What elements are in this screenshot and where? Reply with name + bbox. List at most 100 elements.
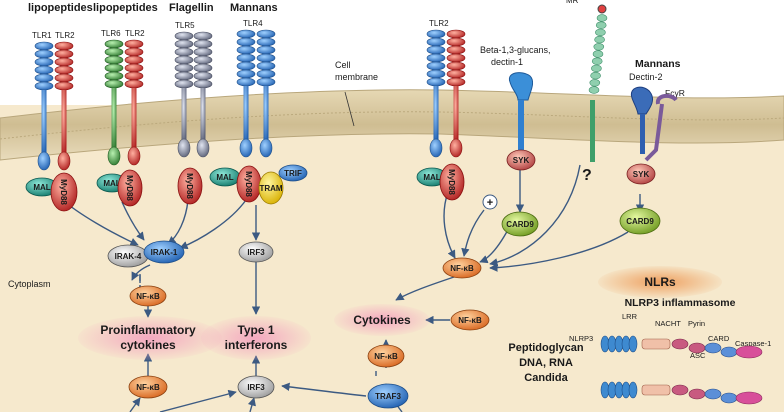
receptor-tlr2a-domain: [54, 81, 74, 91]
arrow-myd88-2-irak: [121, 201, 145, 241]
receptor-tlr4b-tir: [259, 138, 273, 158]
myd88-3: [177, 167, 203, 205]
myd88-4-label: MyD88: [244, 171, 253, 197]
receptor-tlr6: [104, 39, 124, 166]
receptor-tlr2c-a-domain: [426, 77, 446, 87]
receptor-tlr4b-domain: [256, 69, 276, 79]
mr-domain: [594, 35, 605, 44]
receptor-tlr4a-domain: [236, 29, 256, 39]
receptor-tlr2c-b-domain: [446, 45, 466, 55]
receptor-tlr2c-b: [446, 29, 466, 158]
mal-5-label: MAL: [423, 173, 440, 182]
membrane-label-2: membrane: [335, 72, 378, 82]
caspase1-label: Caspase-1: [735, 339, 771, 348]
receptor-tlr1-domain: [34, 57, 54, 67]
trif-label: TRIF: [284, 169, 302, 178]
receptor-tlr5a: [174, 31, 194, 158]
mr-domain: [593, 43, 605, 51]
dectin-1-receptor: [508, 72, 534, 101]
lrr-domain: [628, 381, 638, 399]
mr-unknown-signal: ?: [582, 167, 592, 184]
label-tlr6: TLR6: [101, 29, 121, 38]
receptor-tlr5b-domain: [193, 47, 213, 57]
caspase-card: [720, 346, 738, 358]
receptor-tlr4a-stalk: [243, 86, 249, 142]
dectin-1-stalk: [518, 100, 524, 150]
membrane-label-1: Cell: [335, 60, 351, 70]
receptor-tlr5a-tir: [177, 138, 191, 158]
mal-1-label: MAL: [33, 183, 50, 192]
receptor-tlr5b-domain: [193, 79, 213, 89]
receptor-tlr1-domain: [34, 65, 54, 75]
ligand-dectin-1: dectin-1: [491, 57, 523, 67]
receptor-tlr2b: [124, 39, 144, 166]
receptor-tlr2c-a-tir: [429, 138, 443, 158]
receptor-tlr2c-b-tir: [449, 138, 463, 158]
tram: [258, 171, 284, 205]
receptor-tlr2c-a-domain: [426, 29, 446, 39]
nlrp3-inflammasome: [600, 335, 763, 405]
membrane-pointer: [344, 91, 355, 127]
nfkb-side: [450, 309, 490, 331]
mr-stalk: [590, 100, 595, 162]
receptor-tlr2c-b-domain: [446, 29, 466, 39]
receptor-tlr5a-domain: [174, 79, 194, 89]
plus-node: [482, 194, 498, 210]
mr-domain: [595, 21, 607, 29]
receptor-tlr2c-b-domain: [446, 77, 466, 87]
receptor-tlr5b: [193, 31, 213, 158]
receptor-tlr5a-domain: [174, 55, 194, 65]
fcyr-receptor: [655, 93, 678, 105]
receptor-tlr2c-a: [426, 29, 446, 158]
ligand-lipopeptides-1: lipopeptides: [28, 2, 93, 14]
nfkb-left: [129, 285, 167, 307]
receptor-tlr1: [34, 41, 54, 171]
receptor-tlr6-tir: [107, 146, 121, 166]
arrow-mr-nfkb: [489, 164, 581, 267]
nfkb-mid-label: NF-κB: [374, 352, 398, 361]
type1-label-1: Type 1: [237, 323, 274, 337]
proinflammatory-label-1: Proinflammatory: [100, 323, 196, 337]
nlr-title: NLRs: [644, 275, 676, 289]
receptor-tlr4a-domain: [236, 61, 256, 71]
label-tlr2b: TLR2: [125, 29, 145, 38]
tlr-receptors: [34, 29, 466, 171]
dectin-2-receptor: [630, 86, 653, 115]
ligand-beta-glucans: Beta-1,3-glucans,: [480, 45, 551, 55]
receptor-tlr5b-domain: [193, 55, 213, 65]
receptor-tlr2b-domain: [124, 47, 144, 57]
receptor-tlr5b-domain: [193, 39, 213, 49]
arrow-card9b-nfkb: [489, 231, 629, 272]
receptor-tlr4a-domain: [236, 77, 256, 87]
receptor-tlr4a-domain: [236, 37, 256, 47]
receptor-tlr1-domain: [34, 81, 54, 91]
card9-1: [501, 211, 539, 237]
proinflam-highlight: [78, 316, 222, 360]
myd88-3-label: MyD88: [185, 173, 194, 199]
inflammasome-unit: [600, 335, 763, 359]
receptor-tlr5b-stalk: [200, 88, 206, 142]
receptor-tlr2c-a-domain: [426, 45, 446, 55]
irak-1-label: IRAK-1: [151, 248, 178, 257]
cytokines-label: Cytokines: [353, 313, 411, 327]
ligand-lipopeptides-2: lipopeptides: [93, 2, 158, 14]
receptor-tlr2c-a-stalk: [433, 86, 439, 142]
type1-highlight: [201, 316, 311, 360]
receptor-tlr2b-domain: [124, 79, 144, 89]
receptor-tlr4b-domain: [256, 53, 276, 63]
receptor-tlr5a-domain: [174, 47, 194, 57]
receptor-tlr1-domain: [34, 73, 54, 83]
receptor-tlr6-domain: [104, 55, 124, 65]
irak-1: [143, 240, 185, 264]
receptor-tlr2c-b-domain: [446, 69, 466, 79]
receptor-tlr4b-domain: [256, 77, 276, 87]
asc-card: [704, 342, 722, 354]
card-label: CARD: [708, 334, 730, 343]
receptor-tlr5b-tir: [196, 138, 210, 158]
receptor-tlr6-domain: [104, 71, 124, 81]
receptor-tlr2c-b-stalk: [453, 86, 459, 142]
arrow-traf3-irf3: [281, 382, 367, 397]
receptor-tlr4a-domain: [236, 53, 256, 63]
dectin-2-stalk: [640, 114, 645, 154]
receptor-tlr2c-a-domain: [426, 69, 446, 79]
